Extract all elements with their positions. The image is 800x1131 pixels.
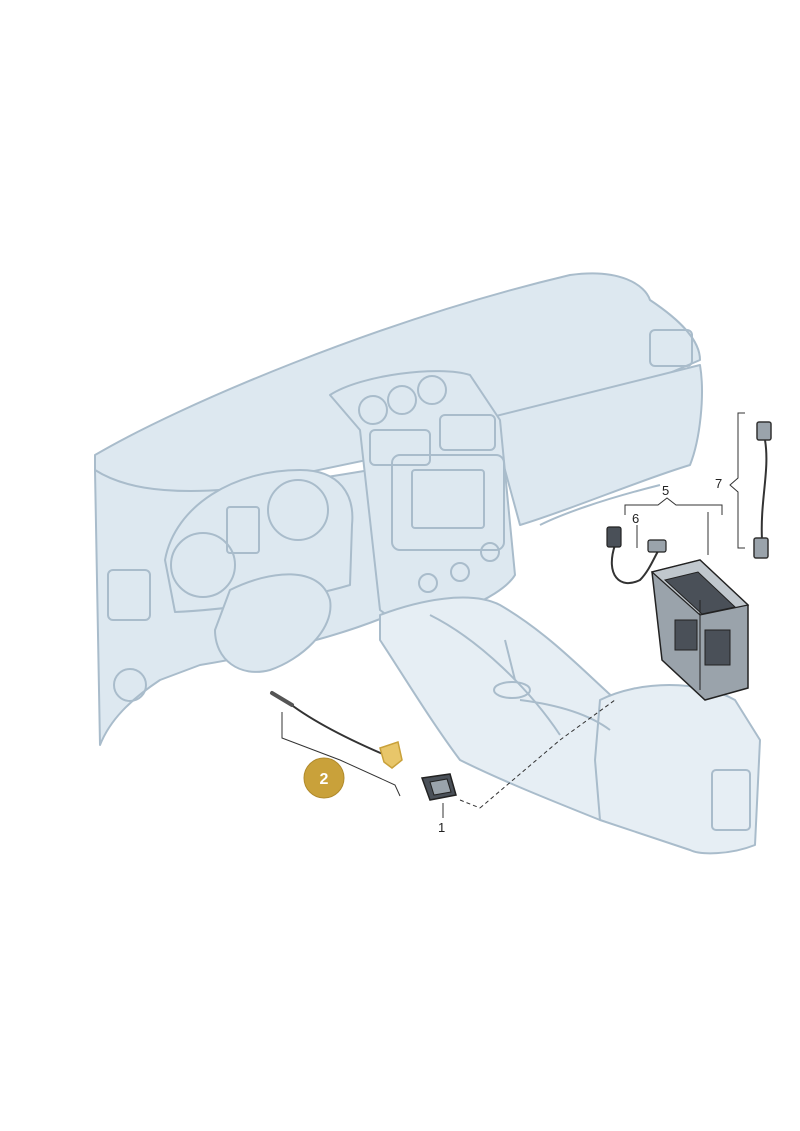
- climate-knob-right: [480, 542, 500, 562]
- part-2-leader: [281, 712, 401, 797]
- part-6-plug-left: [606, 526, 622, 548]
- part-2-connector: [379, 741, 403, 769]
- center-vent: [369, 429, 431, 466]
- top-pod-1: [358, 395, 388, 425]
- dashboard-illustration: [94, 272, 761, 855]
- part-label-1: 1: [438, 820, 445, 835]
- dashboard-details: [107, 329, 751, 831]
- part-5-leader: [624, 497, 723, 555]
- part-2-cable: [270, 691, 403, 769]
- part-2-badge-circle: [303, 757, 345, 799]
- part-6-plug-right: [647, 539, 667, 553]
- part-7-wire: [760, 439, 768, 541]
- part-7-plug-top: [756, 421, 772, 441]
- climate-knob-left: [418, 573, 438, 593]
- left-vent: [107, 569, 151, 621]
- cluster-display: [226, 506, 260, 554]
- part-label-7: 7: [715, 476, 722, 491]
- part-5-bracket: [650, 559, 750, 701]
- part-2-wire: [284, 699, 386, 756]
- steering-column: [214, 573, 332, 673]
- part-6-cable: [606, 525, 667, 585]
- part-1-leader: [442, 699, 616, 818]
- part-2-badge[interactable]: 2: [303, 757, 345, 799]
- center-vent-right: [439, 414, 496, 451]
- right-vent: [649, 329, 693, 367]
- part-7-plug-bottom: [753, 537, 769, 559]
- armrest-vent: [711, 769, 751, 831]
- armrest-box: [594, 684, 761, 855]
- part-1-socket: [420, 773, 457, 801]
- gear-shifter: [504, 639, 516, 681]
- top-pod-2: [387, 385, 417, 415]
- part-label-5: 5: [662, 483, 669, 498]
- dashboard-passenger-side: [479, 364, 703, 526]
- part-2-jack: [270, 691, 294, 707]
- part-label-6: 6: [632, 511, 639, 526]
- head-unit-frame: [391, 454, 505, 551]
- gauge-left: [170, 532, 236, 598]
- part-label-2: 2: [320, 771, 329, 788]
- part-7-bracket: [729, 412, 745, 549]
- part-6-wire: [610, 544, 661, 585]
- gear-boot: [493, 681, 531, 699]
- climate-knob-mid: [450, 562, 470, 582]
- top-pod-3: [417, 375, 447, 405]
- light-switch: [113, 668, 147, 702]
- gauge-right: [267, 479, 329, 541]
- head-unit-screen: [411, 469, 485, 529]
- part-7-cable: [753, 421, 772, 559]
